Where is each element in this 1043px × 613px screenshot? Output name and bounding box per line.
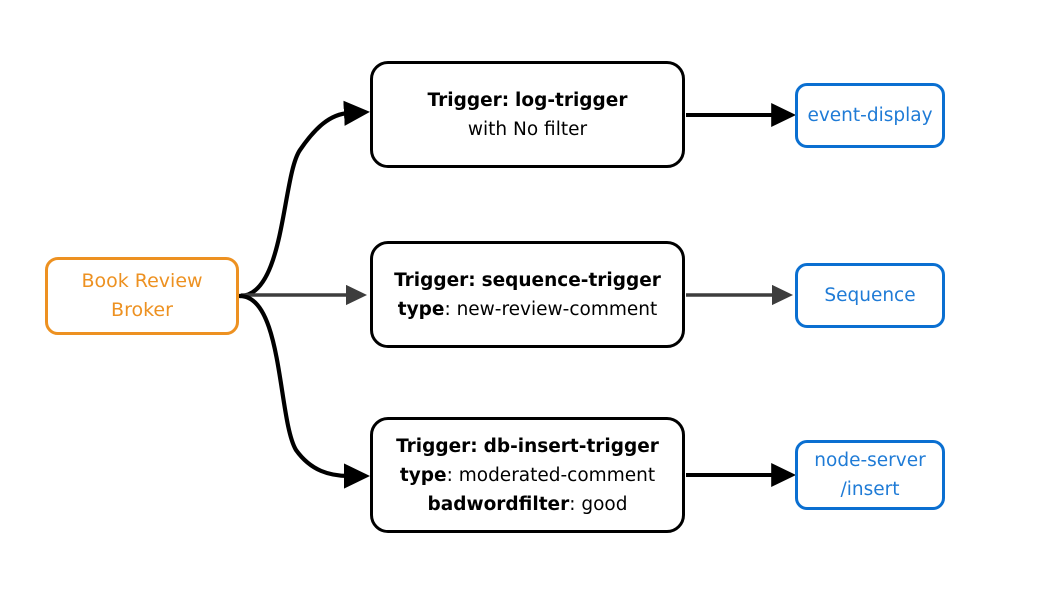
trigger-db-detail-value2: : good <box>569 493 628 515</box>
trigger-db-title: Trigger: db-insert-trigger <box>396 432 659 461</box>
target-node-event-display[interactable]: event-display <box>795 83 945 148</box>
edge-broker-to-db-insert-trigger <box>237 293 370 489</box>
target-node-sequence[interactable]: Sequence <box>795 263 945 328</box>
target-node-node-server-insert[interactable]: node-server /insert <box>795 440 945 510</box>
target-node-server-label-line1: node-server <box>814 450 926 471</box>
trigger-db-detail-key: type <box>399 464 447 486</box>
trigger-db-detail-type: type: moderated-comment <box>400 461 655 490</box>
broker-node[interactable]: Book Review Broker <box>45 257 239 335</box>
trigger-db-detail-badwordfilter: badwordfilter: good <box>428 490 628 519</box>
target-sequence-label: Sequence <box>824 285 916 306</box>
target-event-display-label: event-display <box>807 105 933 126</box>
trigger-log-detail-value: with No filter <box>467 118 588 140</box>
trigger-db-detail-value: : moderated-comment <box>446 464 656 486</box>
trigger-db-title-label: Trigger: <box>396 435 478 457</box>
trigger-log-title: Trigger: log-trigger <box>428 86 628 115</box>
trigger-seq-title: Trigger: sequence-trigger <box>394 266 661 295</box>
trigger-seq-detail-key: type <box>397 298 445 320</box>
broker-label-line2: Broker <box>111 299 173 321</box>
trigger-db-detail-key2: badwordfilter <box>427 493 570 515</box>
target-node-server-label-line2: /insert <box>840 479 900 500</box>
edge-broker-to-log-trigger <box>237 100 370 299</box>
trigger-node-log-trigger[interactable]: Trigger: log-trigger with No filter <box>370 61 685 168</box>
trigger-seq-title-label: Trigger: <box>394 269 476 291</box>
trigger-node-db-insert-trigger[interactable]: Trigger: db-insert-trigger type: moderat… <box>370 417 685 533</box>
trigger-db-title-value: db-insert-trigger <box>483 435 659 457</box>
broker-label-line1: Book Review <box>81 270 203 292</box>
trigger-seq-title-value: sequence-trigger <box>481 269 661 291</box>
trigger-seq-detail-value: : new-review-comment <box>444 298 658 320</box>
trigger-log-title-value: log-trigger <box>515 89 628 111</box>
trigger-log-detail: with No filter <box>468 115 587 144</box>
trigger-log-title-label: Trigger: <box>427 89 510 111</box>
trigger-node-sequence-trigger[interactable]: Trigger: sequence-trigger type: new-revi… <box>370 241 685 348</box>
trigger-seq-detail: type: new-review-comment <box>398 295 657 324</box>
